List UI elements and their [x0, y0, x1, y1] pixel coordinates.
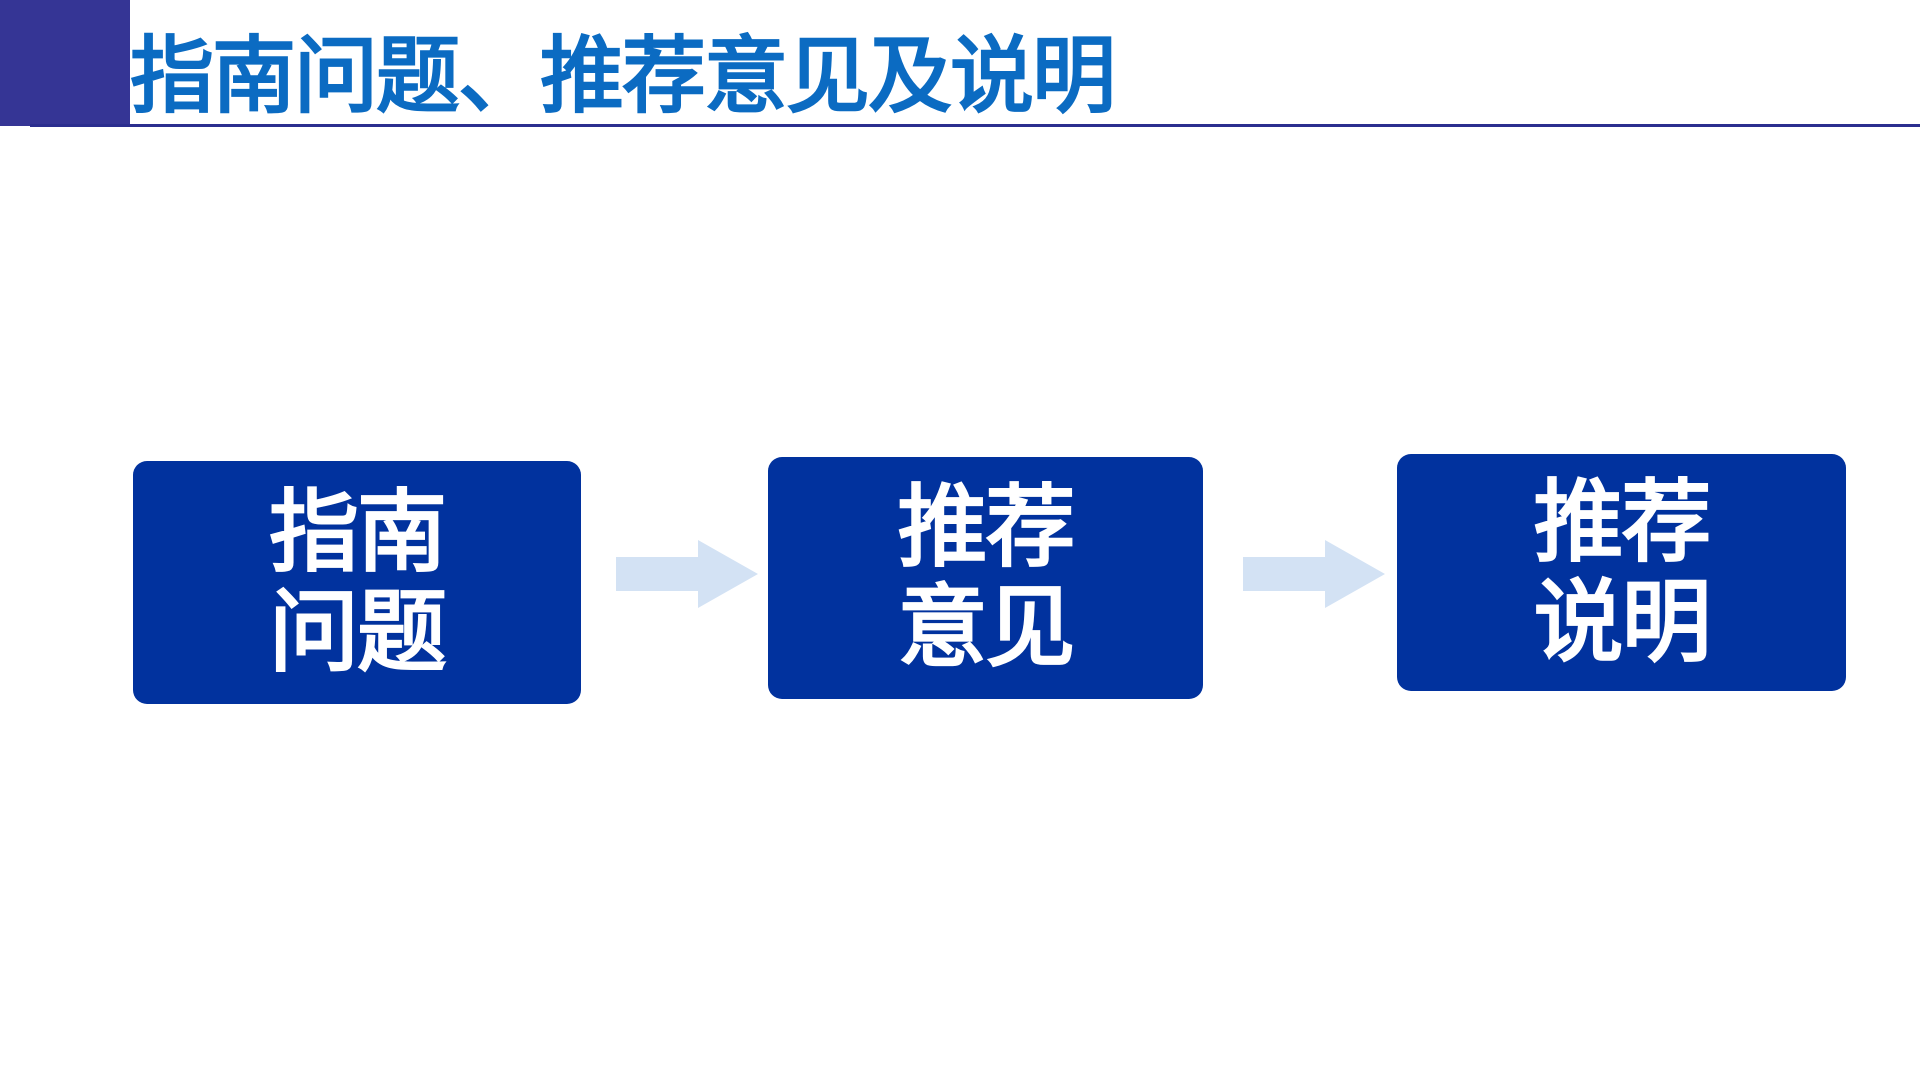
flow-step-recommendation: 推荐 意见 [768, 457, 1203, 699]
flow-step-label: 推荐 意见 [897, 475, 1076, 680]
header-divider [30, 124, 1920, 127]
header-corner-block [0, 0, 130, 126]
right-arrow-icon [1243, 540, 1385, 608]
flow-step-label: 推荐 说明 [1533, 469, 1712, 675]
flow-step-label: 指南 问题 [269, 479, 447, 685]
flow-step-guideline-question: 指南 问题 [133, 461, 581, 704]
page-title: 指南问题、推荐意见及说明 [130, 27, 1116, 125]
flow-step-recommendation-explanation: 推荐 说明 [1397, 454, 1846, 691]
right-arrow-icon [616, 540, 758, 608]
